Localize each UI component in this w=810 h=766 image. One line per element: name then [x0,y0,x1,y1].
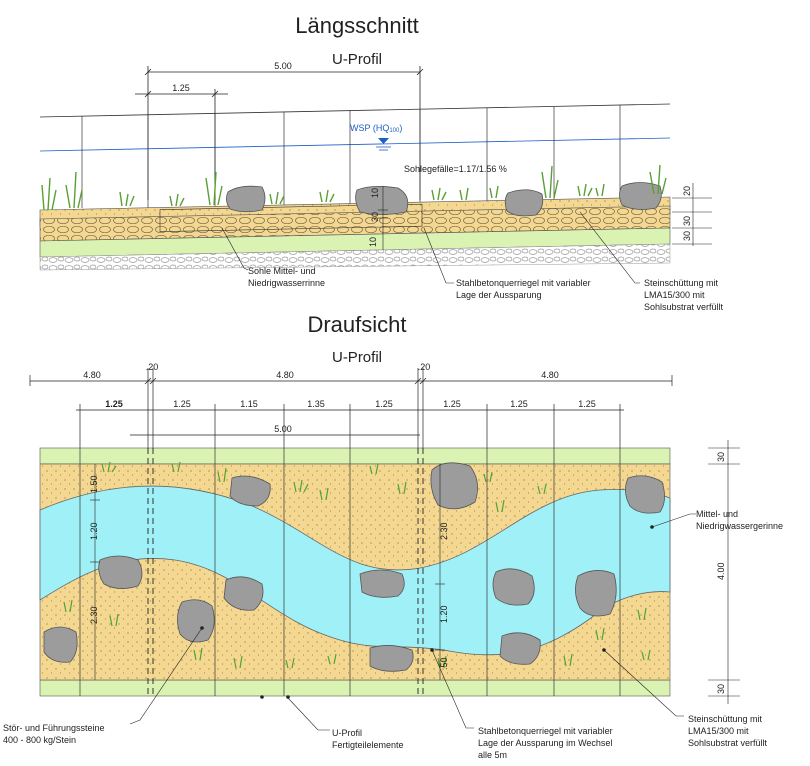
plan-grass [63,461,651,669]
plan-dim-c: 4.80 [541,370,559,380]
plan-subtitle: U-Profil [332,349,382,366]
plan-dim-right-bot: 30 [716,684,726,694]
plan-seg-1: 1.25 [173,399,191,409]
plan-seg-5: 1.25 [443,399,461,409]
long-dim-r1: 20 [682,186,692,196]
plan-dashed-riegel [147,448,424,696]
plan-dim-left-2: 2.30 [89,606,99,624]
wall-top-line [39,103,671,118]
wsp-label: WSP (HQ100) [350,123,402,134]
long-leaders [221,211,640,284]
wsp-triangle-icon [376,138,391,151]
long-dim-v2: 30 [370,212,380,222]
plan-dim-gap1: .20 [146,362,159,372]
plan-seg-0: 1.25 [105,399,123,409]
plan-seg-3: 1.35 [307,399,325,409]
plan-dims-right [708,440,740,704]
plan-stones [43,462,665,672]
long-grass [41,164,667,211]
plan-seg-4: 1.25 [375,399,393,409]
lower-u-profile-wall [39,679,671,697]
plan-dims-vertical [90,464,445,680]
long-dim-channel [378,186,388,250]
plan-dim-right-top: 30 [716,452,726,462]
long-dim-v1: 10 [370,188,380,198]
plan-seg-2: 1.15 [240,399,258,409]
long-dim-r3: 30 [682,231,692,241]
plan-dim-gap2: .20 [418,362,431,372]
plan-dim-left-1: 1.20 [89,522,99,540]
plan-dim-b: 4.80 [276,370,294,380]
long-stones [226,182,662,217]
long-subtitle: U-Profil [332,51,382,68]
long-dim-total: 5.00 [274,61,292,71]
gravel-base [39,243,671,271]
long-slope-label: Sohlegefälle=1.17/1.56 % [404,164,507,174]
plan-leaders [129,513,696,731]
plan-leader-dots [200,525,654,699]
plan-dim-left-0: 1.50 [89,475,99,493]
plan-dim-total: 5.00 [274,424,292,434]
plan-dim-right-mid: 4.00 [716,562,726,580]
plan-title: Draufsicht [307,312,406,337]
long-dim-v3: 10 [368,237,378,247]
long-dim-r2: 30 [682,216,692,226]
plan-seg-7: 1.25 [578,399,596,409]
wsp-line [39,137,671,152]
plan-dim-a: 4.80 [83,370,101,380]
plan-grid [79,448,621,696]
plan-dim-mid-0: 2.30 [439,522,449,540]
plan-seg-6: 1.25 [510,399,528,409]
plan-dim-mid-1: 1.20 [439,605,449,623]
plan-dim-mid-2: .50 [439,657,449,670]
long-dim-right [672,183,712,246]
u-profile-channel [159,203,423,232]
long-title: Längsschnitt [295,13,419,38]
long-dim-part: 1.25 [172,83,190,93]
upper-u-profile-wall [39,447,671,465]
